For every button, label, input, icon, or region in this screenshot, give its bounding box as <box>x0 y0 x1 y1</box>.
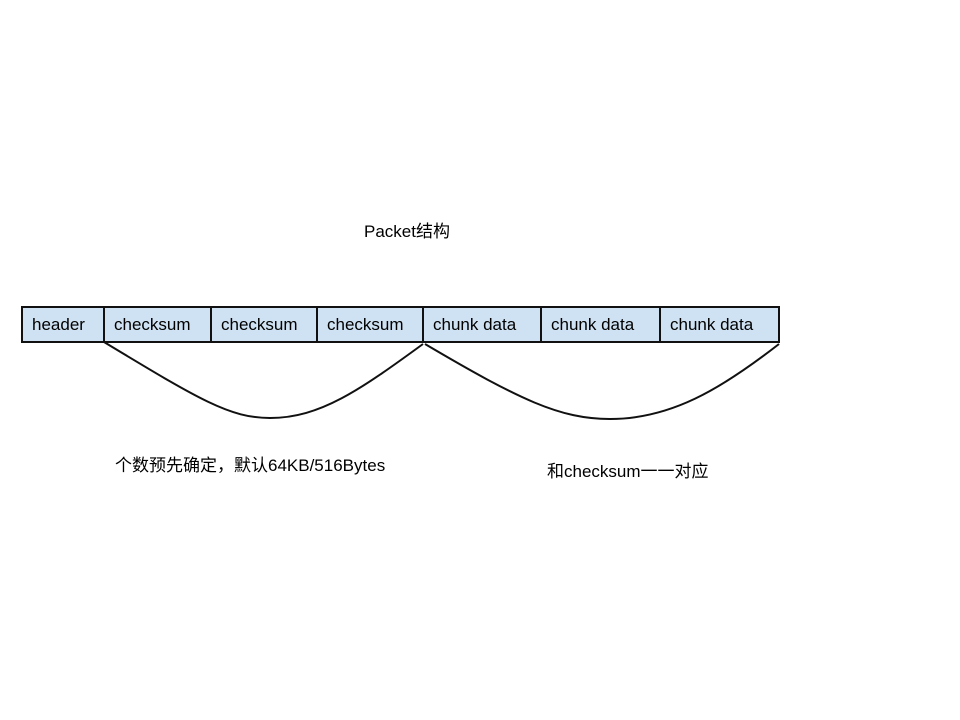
checksum-cell: checksum <box>316 306 424 343</box>
chunk-data-cell: chunk data <box>422 306 542 343</box>
packet-structure: header checksum checksum checksum chunk … <box>21 306 780 343</box>
chunk-data-cell: chunk data <box>540 306 661 343</box>
chunk-note: 和checksum一一对应 <box>547 462 709 481</box>
chunk-data-cell: chunk data <box>659 306 780 343</box>
checksum-cell: checksum <box>210 306 318 343</box>
diagram-title: Packet结构 <box>364 222 450 241</box>
checksum-brace-curve <box>103 341 424 420</box>
chunk-brace-curve <box>424 343 780 421</box>
checksum-note: 个数预先确定，默认64KB/516Bytes <box>115 456 386 475</box>
